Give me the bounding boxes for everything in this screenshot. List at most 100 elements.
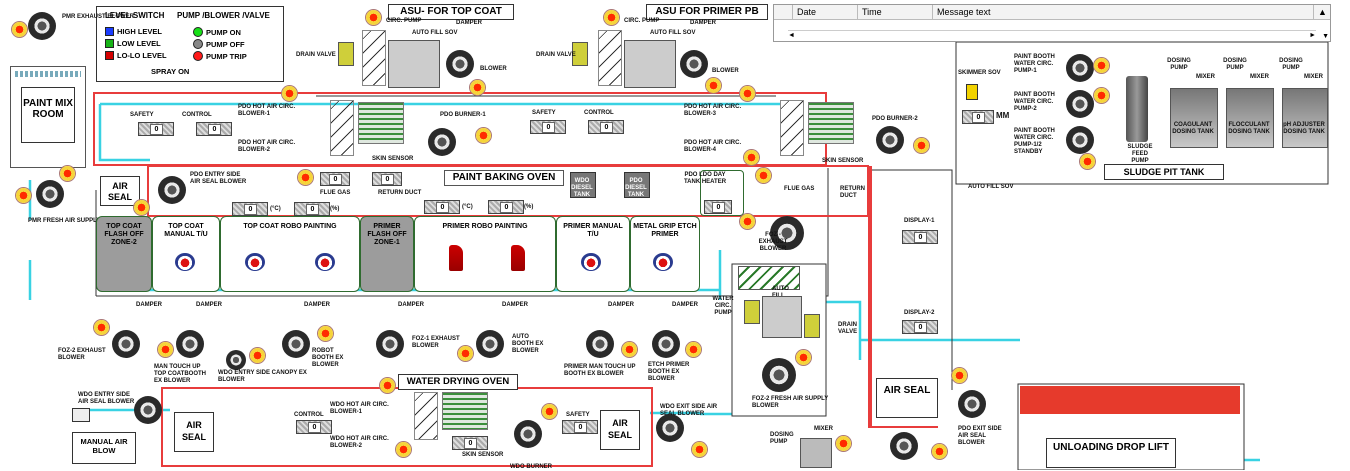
asu-primer-blower-icon[interactable] — [680, 50, 708, 78]
zone-metal-grip[interactable]: METAL GRIP ETCH PRIMER — [630, 216, 700, 292]
log-col-message[interactable]: Message text — [933, 5, 1314, 19]
alarm-robot-booth-icon[interactable] — [318, 326, 333, 341]
foz-pump-2-icon[interactable] — [804, 314, 820, 338]
alarm-asu-primer-icon[interactable] — [604, 10, 619, 25]
wdo-canopy-blower-icon[interactable] — [226, 350, 246, 370]
pdo-exit-blower-2-icon[interactable] — [890, 432, 918, 460]
pb-circ3-pump-icon[interactable] — [1066, 126, 1094, 154]
zone-primer-robo[interactable]: PRIMER ROBO PAINTING — [414, 216, 556, 292]
message-log[interactable]: Date Time Message text ▲ ▼ ◄► — [773, 4, 1331, 42]
asu-top-circ-pump-icon[interactable] — [338, 42, 354, 66]
alarm-pdo-burner1-icon[interactable] — [476, 128, 491, 143]
alarm-dosing-icon[interactable] — [836, 436, 851, 451]
alarm-pdo-hot4-icon[interactable] — [744, 150, 759, 165]
hum-2-display: 0 — [488, 200, 524, 214]
alarm-pdo-burner2-icon[interactable] — [914, 138, 929, 153]
zone-top-coat-robo[interactable]: TOP COAT ROBO PAINTING — [220, 216, 360, 292]
alarm-canopy-icon[interactable] — [250, 348, 265, 363]
primer-man-blower-icon[interactable] — [586, 330, 614, 358]
ph-adjuster-tank[interactable] — [1282, 88, 1328, 148]
alarm-pb-circ3-icon[interactable] — [1080, 154, 1095, 169]
wdo-hot1-label: WDO HOT AIR CIRC. BLOWER-1 — [330, 402, 389, 415]
legend-high: HIGH LEVEL — [105, 27, 162, 36]
wdo-entry-indicator — [72, 408, 90, 422]
robot-booth-blower-icon[interactable] — [282, 330, 310, 358]
pdo-burner-2-icon[interactable] — [876, 126, 904, 154]
sludge-feed-pump-icon[interactable] — [1126, 76, 1148, 142]
etch-primer-blower-icon[interactable] — [652, 330, 680, 358]
pb-circ2-pump-icon[interactable] — [1066, 90, 1094, 118]
flocculant-tank[interactable] — [1226, 88, 1274, 148]
alarm-flue-1-icon[interactable] — [298, 170, 313, 185]
log-hscroll[interactable]: ◄► — [788, 30, 1316, 39]
foz-exhaust-blower-icon[interactable] — [770, 216, 804, 250]
log-col-date[interactable]: Date — [793, 5, 858, 19]
alarm-pdo-entry-icon[interactable] — [134, 200, 149, 215]
pb-circ1-pump-icon[interactable] — [1066, 54, 1094, 82]
alarm-man-touch-icon[interactable] — [158, 342, 173, 357]
auto-booth-blower-icon[interactable] — [476, 330, 504, 358]
alarm-foz-exhaust-icon[interactable] — [740, 214, 755, 229]
skimmer-sov-icon[interactable] — [966, 84, 978, 100]
alarm-pdo-exit-2-icon[interactable] — [932, 444, 947, 459]
pdo-hot4-label: PDO HOT AIR CIRC. BLOWER-4 — [684, 140, 742, 153]
pmr-exhaust-blower-icon[interactable] — [28, 12, 56, 40]
asu-top-blower-icon[interactable] — [446, 50, 474, 78]
log-scroll-down-icon[interactable]: ▼ — [1322, 33, 1329, 40]
man-touch-blower-icon[interactable] — [176, 330, 204, 358]
wdo-exit-blower-icon[interactable] — [656, 414, 684, 442]
alarm-pdo-hot3-icon[interactable] — [740, 86, 755, 101]
sludge-pit-tank-title: SLUDGE PIT TANK — [1104, 164, 1224, 180]
alarm-etch-primer-icon[interactable] — [686, 342, 701, 357]
alarm-flue-2-icon[interactable] — [756, 168, 771, 183]
coagulant-tank[interactable] — [1170, 88, 1218, 148]
alarm-pdo-1-icon[interactable] — [282, 86, 297, 101]
foz2-fresh-blower-icon[interactable] — [762, 358, 796, 392]
alarm-auto-booth-icon[interactable] — [458, 346, 473, 361]
alarm-foz2-fresh-icon[interactable] — [796, 350, 811, 365]
zone-top-coat-flash-off[interactable]: TOP COAT FLASH OFF ZONE-2 — [96, 216, 152, 292]
foz1-exhaust-blower-icon[interactable] — [376, 330, 404, 358]
alarm-pb-circ2-icon[interactable] — [1094, 88, 1109, 103]
alarm-pb-circ1-icon[interactable] — [1094, 58, 1109, 73]
log-scroll-up-icon[interactable]: ▲ — [1318, 7, 1327, 17]
alarm-primer-man-icon[interactable] — [622, 342, 637, 357]
pdo-exit-blower-icon[interactable] — [958, 390, 986, 418]
asu-primer-circ-pump-icon[interactable] — [572, 42, 588, 66]
pdo-entry-blower-icon[interactable] — [158, 176, 186, 204]
foz-pump-icon[interactable] — [744, 300, 760, 324]
alarm-asu-top-blower-icon[interactable] — [470, 80, 485, 95]
alarm-wdo-burner-icon[interactable] — [542, 404, 557, 419]
paint-mix-room[interactable]: PAINT MIX ROOM — [10, 66, 86, 168]
pdo-diesel-tank[interactable] — [624, 172, 650, 198]
alarm-pmr-exhaust-icon[interactable] — [12, 22, 27, 37]
zone-top-coat-manual[interactable]: TOP COAT MANUAL T/U — [152, 216, 220, 292]
alarm-asu-top-icon[interactable] — [366, 10, 381, 25]
pdo-control2-display: 0 — [588, 120, 624, 134]
alarm-asu-primer-blower-icon[interactable] — [706, 78, 721, 93]
manual-air-blow-box[interactable]: MANUAL AIR BLOW — [72, 432, 136, 464]
pdo-exit-air-seal[interactable]: AIR SEAL — [876, 378, 938, 418]
wdo-diesel-tank[interactable] — [570, 172, 596, 198]
damper-3-label: DAMPER — [304, 302, 331, 308]
pdo-burner-1-icon[interactable] — [428, 128, 456, 156]
unloading-drop-lift[interactable]: UNLOADING DROP LIFT — [1046, 438, 1176, 468]
alarm-foz2-icon[interactable] — [94, 320, 109, 335]
alarm-wdo-1-icon[interactable] — [380, 378, 395, 393]
wdo-entry-air-seal[interactable]: AIR SEAL — [174, 412, 214, 452]
foz2-exhaust-blower-icon[interactable] — [112, 330, 140, 358]
pmr-fresh-blower-icon[interactable] — [36, 180, 64, 208]
alarm-pdo-exit-icon[interactable] — [952, 368, 967, 383]
pdo-entry-air-seal[interactable]: AIR SEAL — [100, 176, 140, 206]
wdo-exit-air-seal[interactable]: AIR SEAL — [600, 410, 640, 450]
zone-primer-manual[interactable]: PRIMER MANUAL T/U — [556, 216, 630, 292]
alarm-wdo-exit-icon[interactable] — [692, 442, 707, 457]
log-col-time[interactable]: Time — [858, 5, 933, 19]
pdo-ldo-tank[interactable] — [700, 170, 744, 216]
wdo-entry-blower-icon[interactable] — [134, 396, 162, 424]
alarm-pmr-fresh-1-icon[interactable] — [60, 166, 75, 181]
alarm-wdo-2-icon[interactable] — [396, 442, 411, 457]
wdo-burner-icon[interactable] — [514, 420, 542, 448]
zone-primer-flash-off[interactable]: PRIMER FLASH OFF ZONE-1 — [360, 216, 414, 292]
alarm-pmr-fresh-2-icon[interactable] — [16, 188, 31, 203]
